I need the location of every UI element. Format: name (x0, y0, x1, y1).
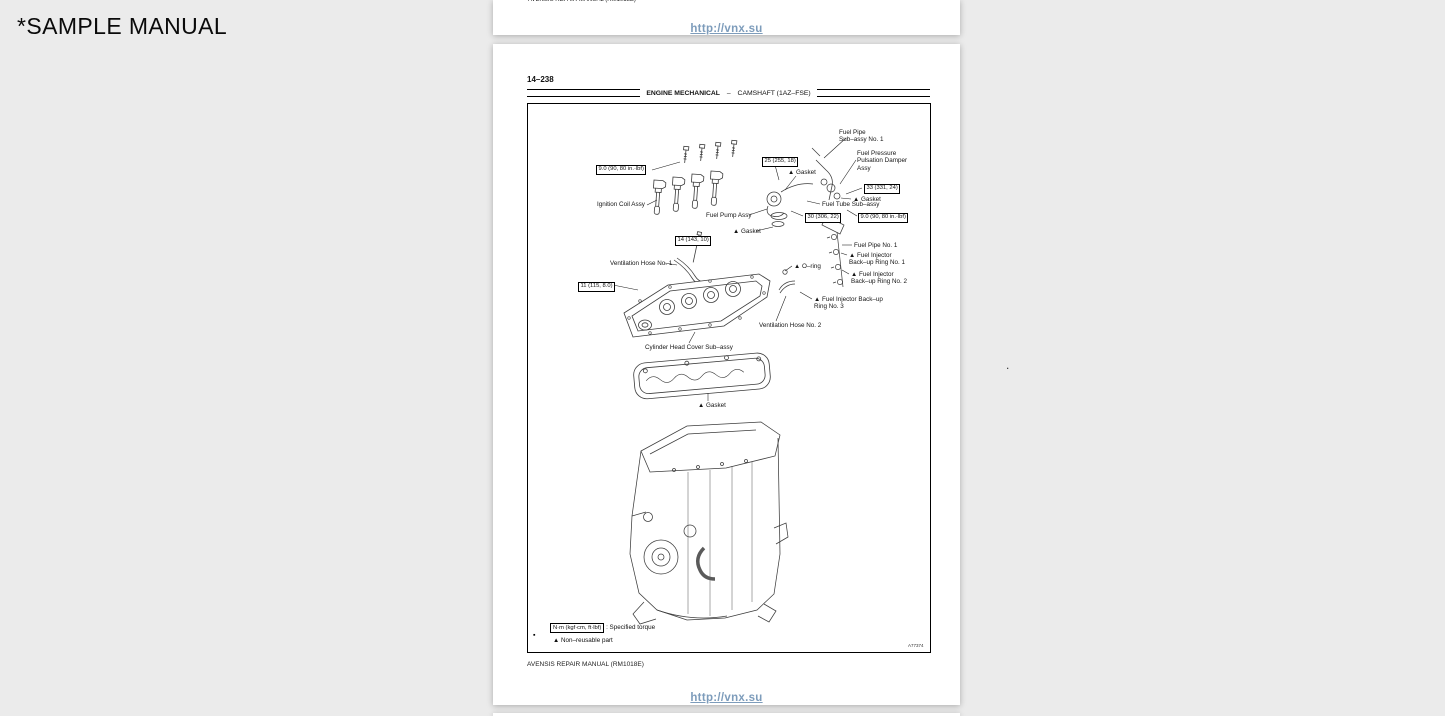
section-header-band: ENGINE MECHANICAL – CAMSHAFT (1AZ–FSE) (527, 82, 930, 101)
next-page-partial (493, 713, 960, 716)
manual-page: 14–238 ENGINE MECHANICAL – CAMSHAFT (1AZ… (493, 44, 960, 705)
label-fuel-pipe-no1: Fuel Pipe No. 1 (854, 242, 898, 249)
previous-page-header: AVENSIS REPAIR MANUAL (RM1018E) (528, 0, 636, 3)
label-pulsation-damper: Fuel Pressure Pulsation Damper Assy (857, 150, 908, 172)
torque-legend-box: N·m (kgf·cm, ft·lbf) (550, 623, 605, 634)
previous-page-link-row: http://vnx.su (493, 19, 960, 35)
label-fuel-tube-subassy: Fuel Tube Sub–assy (822, 201, 880, 208)
section-header-title: ENGINE MECHANICAL – CAMSHAFT (1AZ–FSE) (640, 87, 817, 101)
torque-spec-pump: 25 (255, 18) (762, 157, 799, 167)
label-gasket-top: ▲ Gasket (788, 169, 816, 176)
label-ignition-coil: Ignition Coil Assy (597, 201, 645, 208)
label-gasket-pump: ▲ Gasket (733, 228, 761, 235)
vnx-link-bottom[interactable]: http://vnx.su (690, 692, 763, 704)
section-separator: – (726, 90, 731, 97)
torque-spec-damper: 33 (331, 24) (864, 184, 901, 194)
torque-spec-bolt: 14 (143, 10) (675, 236, 712, 246)
corner-print-mark: ▪ (533, 632, 536, 639)
exploded-view-figure: 9.0 (90, 80 in.·lbf) 25 (255, 18) ▲ Gask… (527, 103, 931, 653)
label-backup-ring-no1: ▲ Fuel Injector Back–up Ring No. 1 (849, 252, 906, 267)
fuel-injector-icons (826, 231, 844, 288)
previous-page-partial: AVENSIS REPAIR MANUAL (RM1018E) http://v… (493, 0, 960, 35)
label-gasket-cover: ▲ Gasket (698, 402, 726, 409)
label-gasket-damper: ▲ Gasket (853, 196, 881, 203)
engine-block (629, 421, 789, 625)
page-number: 14–238 (527, 75, 554, 84)
leader-lines (612, 137, 863, 401)
torque-spec-pump-bolt: 30 (306, 22) (805, 213, 842, 223)
cover-gasket (633, 352, 771, 400)
fuel-pump-and-rail (766, 147, 845, 275)
label-vent-hose-no2: Ventilation Hose No. 2 (759, 322, 822, 329)
bolt-icons (681, 139, 738, 164)
label-o-ring: ▲ O–ring (794, 263, 821, 270)
sample-manual-watermark: *SAMPLE MANUAL (17, 13, 228, 39)
label-fuel-pump-assy: Fuel Pump Assy (706, 212, 752, 219)
cylinder-head-cover (623, 273, 771, 338)
torque-spec-tube: 9.0 (90, 80 in.·lbf) (858, 213, 909, 223)
torque-spec-cover: 11 (115, 8.0) (578, 282, 616, 292)
section-topic: CAMSHAFT (1AZ–FSE) (737, 90, 811, 97)
engine-diagram (612, 137, 863, 625)
stray-dot: . (1006, 358, 1010, 372)
torque-legend-text: : Specified torque (606, 624, 656, 631)
vnx-link-top[interactable]: http://vnx.su (690, 23, 763, 35)
label-head-cover-subassy: Cylinder Head Cover Sub–assy (645, 344, 733, 351)
torque-spec-coil: 9.0 (90, 80 in.·lbf) (596, 165, 647, 175)
label-vent-hose-no1: Ventilation Hose No. 1 (610, 260, 673, 267)
figure-reference-number: A77374 (908, 643, 924, 648)
page-link-row: http://vnx.su (493, 688, 960, 706)
nonreusable-legend: ▲ Non–reusable part (553, 637, 613, 644)
torque-legend: N·m (kgf·cm, ft·lbf) : Specified torque (550, 623, 656, 634)
label-backup-ring-no2: ▲ Fuel Injector Back–up Ring No. 2 (851, 271, 908, 286)
section-name: ENGINE MECHANICAL (646, 90, 720, 97)
label-backup-ring-no3: ▲ Fuel Injector Back–up Ring No. 3 (814, 296, 883, 311)
page-footer: AVENSIS REPAIR MANUAL (RM1018E) (527, 661, 644, 668)
label-fuel-pipe-subassy: Fuel Pipe Sub–assy No. 1 (839, 129, 884, 144)
ignition-coil-icons (651, 170, 724, 216)
